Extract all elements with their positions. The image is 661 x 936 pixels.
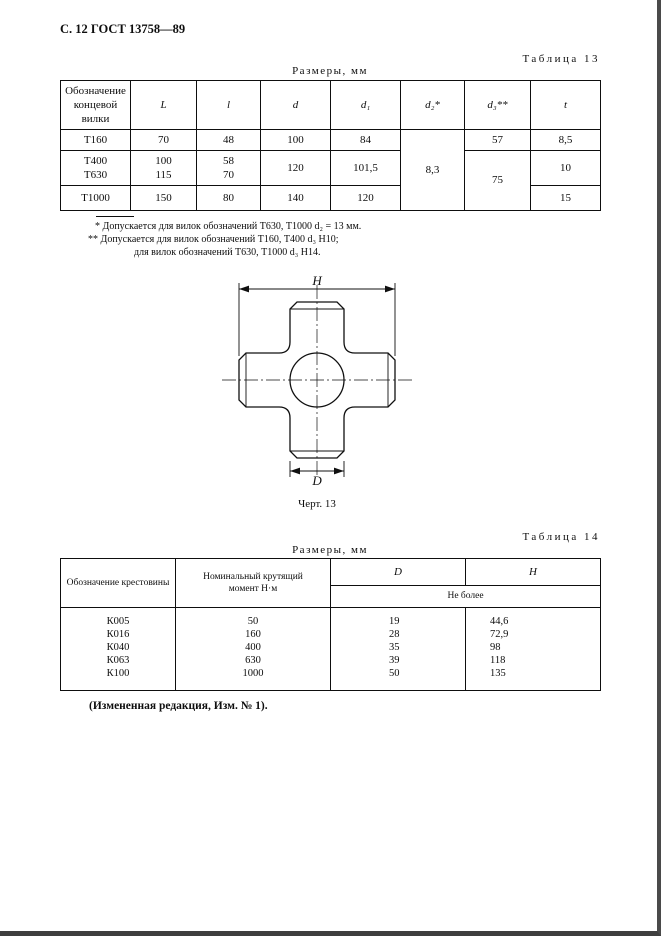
arrow-right-icon (334, 467, 344, 475)
h-dimension-lines (238, 283, 396, 356)
arrow-left-icon (290, 467, 300, 475)
cell: 70 (130, 129, 197, 151)
cell: 44,6 (465, 607, 601, 629)
cell: К040 (60, 642, 176, 655)
cell: 150 (130, 185, 197, 211)
h-dimension: H (238, 273, 396, 356)
table14-label: Таблица 14 (522, 531, 600, 543)
cell: 28 (330, 629, 466, 642)
table14-units-caption: Размеры, мм (292, 544, 368, 556)
subheader-not-more-than: Не более (330, 585, 601, 608)
cell: 50 (175, 607, 331, 629)
cell: Т400 Т630 (60, 150, 131, 186)
d-dimension-label: D (311, 473, 322, 488)
arrow-left-icon (239, 285, 249, 293)
table-row: Т1000 150 80 140 120 15 (60, 185, 601, 211)
cell: Т160 (60, 129, 131, 151)
centerlines (222, 285, 412, 475)
footnote: * Допускается для вилок обозначений Т630… (95, 221, 362, 232)
h-dimension-label: H (311, 273, 322, 288)
column-header-torque: Номинальный крутящий момент Н·м (175, 558, 331, 608)
table13-label: Таблица 13 (522, 53, 600, 65)
cell: К016 (60, 629, 176, 642)
cell: 84 (330, 129, 401, 151)
cell: 50 (330, 668, 466, 691)
column-header-H: H (465, 558, 601, 586)
footnote: для вилок обозначений Т630, Т1000 d₃ Н14… (134, 246, 321, 258)
column-header-d3: d₃** (464, 80, 531, 130)
cell: 400 (175, 642, 331, 655)
table-row: К016 160 28 72,9 (60, 629, 601, 642)
cell: 1000 (175, 668, 331, 691)
cell: 120 (330, 185, 401, 211)
table14-header-row: Обозначение крестовины Номинальный крутя… (60, 558, 601, 608)
cell-merged-d2: 8,3 (400, 129, 465, 211)
table-row: К063 630 39 118 (60, 655, 601, 668)
column-header-d2: d₂* (400, 80, 465, 130)
cell: 10 (530, 150, 601, 186)
cell: 80 (196, 185, 261, 211)
table-row: К005 50 19 44,6 (60, 607, 601, 629)
table13-units-caption: Размеры, мм (292, 65, 368, 77)
table-row: Т400 Т630 100 115 58 70 120 101,5 75 10 (60, 150, 601, 211)
cell: 98 (465, 642, 601, 655)
column-header-L: L (130, 80, 197, 130)
table-row: Т160 70 48 100 84 8,3 57 8,5 (60, 129, 601, 211)
cell: К005 (60, 607, 176, 629)
cell-merged-d3: 75 (464, 150, 531, 211)
d-dimension: D (289, 461, 345, 488)
column-header-D: D (330, 558, 466, 586)
cell: 72,9 (465, 629, 601, 642)
cell: Т1000 (60, 185, 131, 211)
page-header: С. 12 ГОСТ 13758—89 (60, 22, 186, 36)
figure-caption: Черт. 13 (298, 498, 336, 510)
cell: 58 70 (196, 150, 261, 186)
cell: 135 (465, 668, 601, 691)
cell: К100 (60, 668, 176, 691)
cell: 630 (175, 655, 331, 668)
cell: 101,5 (330, 150, 401, 186)
cell: 120 (260, 150, 331, 186)
cell: К063 (60, 655, 176, 668)
table13-header-row: Обозначение концевой вилки L l d d₁ d₂* … (60, 80, 601, 130)
arrow-right-icon (385, 285, 395, 293)
column-header-d: d (260, 80, 331, 130)
cell: 19 (330, 607, 466, 629)
cell: 8,5 (530, 129, 601, 151)
cell: 39 (330, 655, 466, 668)
cell: 48 (196, 129, 261, 151)
cell: 100 (260, 129, 331, 151)
cell: 160 (175, 629, 331, 642)
table14-subheader-row: Не более (61, 585, 601, 608)
cell: 35 (330, 642, 466, 655)
footnote-separator (96, 216, 134, 217)
table-13: Обозначение концевой вилки L l d d₁ d₂* … (60, 80, 601, 211)
table13-footnotes: * Допускается для вилок обозначений Т630… (88, 221, 361, 259)
footnote: ** Допускается для вилок обозначений Т16… (88, 233, 339, 245)
table-row: К040 400 35 98 (60, 642, 601, 655)
column-header-cross: Обозначение крестовины (60, 558, 176, 608)
universal-joint-cross-drawing: H D (222, 273, 412, 488)
table-14: Обозначение крестовины Номинальный крутя… (60, 558, 601, 691)
table-row: К100 1000 50 135 (60, 668, 601, 691)
column-header-t: t (530, 80, 601, 130)
cell: 15 (530, 185, 601, 211)
column-header-d1: d₁ (330, 80, 401, 130)
cell: 100 115 (130, 150, 197, 186)
amendment-note: (Измененная редакция, Изм. № 1). (89, 700, 268, 712)
cell: 118 (465, 655, 601, 668)
cell: 140 (260, 185, 331, 211)
column-header-l: l (196, 80, 261, 130)
column-header-fork: Обозначение концевой вилки (60, 80, 131, 130)
cell: 57 (464, 129, 531, 151)
